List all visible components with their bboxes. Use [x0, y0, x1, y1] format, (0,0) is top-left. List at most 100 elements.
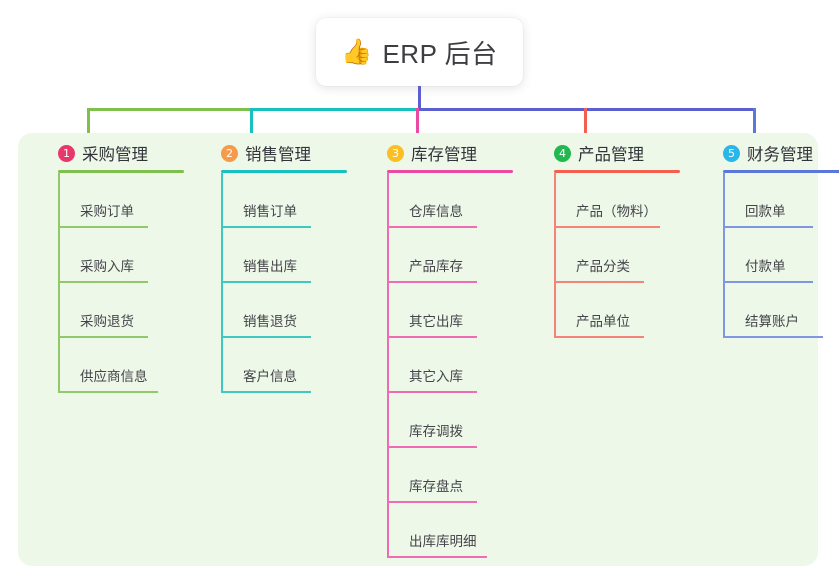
- drop-stub-1: [87, 108, 90, 138]
- leaf-rule: [221, 281, 311, 283]
- list-item[interactable]: 回款单: [723, 173, 839, 228]
- list-item[interactable]: 采购退货: [58, 283, 198, 338]
- root-node-title: ERP 后台: [382, 38, 498, 69]
- list-item[interactable]: 产品分类: [554, 228, 694, 283]
- modules-panel: 1 采购管理 采购订单 采购入库 采购退货 供应: [18, 133, 839, 566]
- list-item[interactable]: 采购入库: [58, 228, 198, 283]
- leaf-rule: [58, 226, 148, 228]
- column-title-4: 产品管理: [578, 146, 644, 164]
- leaf-label: 采购退货: [80, 314, 134, 329]
- list-item[interactable]: 其它入库: [387, 338, 527, 393]
- leaf-list-4: 产品（物料） 产品分类 产品单位: [554, 173, 694, 338]
- column-rule-5: [723, 170, 839, 173]
- column-header-5[interactable]: 5 财务管理: [703, 133, 839, 173]
- leaf-label: 销售出库: [243, 259, 297, 274]
- column-title-3: 库存管理: [411, 146, 477, 164]
- list-item[interactable]: 其它出库: [387, 283, 527, 338]
- column-badge-1: 1: [58, 144, 75, 162]
- leaf-rule: [387, 501, 477, 503]
- bar-segment-green: [87, 108, 252, 111]
- leaf-label: 其它出库: [409, 314, 463, 329]
- leaf-spine-2: [221, 173, 223, 393]
- leaf-rule: [387, 446, 477, 448]
- list-item[interactable]: 产品库存: [387, 228, 527, 283]
- column-badge-3: 3: [387, 144, 404, 162]
- leaf-label: 采购入库: [80, 259, 134, 274]
- leaf-rule: [554, 226, 660, 228]
- leaf-rule: [387, 281, 477, 283]
- leaf-list-1: 采购订单 采购入库 采购退货 供应商信息: [58, 173, 198, 393]
- leaf-label: 库存调拨: [409, 424, 463, 439]
- column-badge-5: 5: [723, 144, 740, 162]
- leaf-rule: [387, 226, 477, 228]
- leaf-label: 产品库存: [409, 259, 463, 274]
- list-item[interactable]: 仓库信息: [387, 173, 527, 228]
- leaf-rule: [723, 281, 813, 283]
- leaf-label: 供应商信息: [80, 369, 148, 384]
- list-item[interactable]: 销售出库: [221, 228, 361, 283]
- leaf-label: 其它入库: [409, 369, 463, 384]
- leaf-label: 仓库信息: [409, 204, 463, 219]
- list-item[interactable]: 产品单位: [554, 283, 694, 338]
- leaf-rule: [387, 391, 477, 393]
- column-title-5: 财务管理: [747, 146, 813, 164]
- leaf-label: 回款单: [745, 204, 786, 219]
- list-item[interactable]: 销售退货: [221, 283, 361, 338]
- column-header-2[interactable]: 2 销售管理: [201, 133, 361, 173]
- drop-stub-5: [753, 108, 756, 138]
- list-item[interactable]: 结算账户: [723, 283, 839, 338]
- list-item[interactable]: 客户信息: [221, 338, 361, 393]
- trunk-connector: [418, 86, 421, 110]
- root-node-card[interactable]: 👍 ERP 后台: [316, 18, 523, 86]
- leaf-rule: [221, 336, 311, 338]
- column-rule-2: [221, 170, 347, 173]
- leaf-label: 产品分类: [576, 259, 630, 274]
- leaf-rule: [58, 336, 148, 338]
- drop-stub-4: [584, 108, 587, 138]
- leaf-label: 库存盘点: [409, 479, 463, 494]
- list-item[interactable]: 供应商信息: [58, 338, 198, 393]
- list-item[interactable]: 采购订单: [58, 173, 198, 228]
- column-badge-2: 2: [221, 144, 238, 162]
- drop-stub-3: [416, 108, 419, 138]
- column-rule-4: [554, 170, 680, 173]
- list-item[interactable]: 出库库明细: [387, 503, 527, 558]
- leaf-label: 结算账户: [745, 314, 799, 329]
- column-header-4[interactable]: 4 产品管理: [534, 133, 694, 173]
- column-header-3[interactable]: 3 库存管理: [367, 133, 527, 173]
- column-badge-4: 4: [554, 144, 571, 162]
- leaf-label: 销售退货: [243, 314, 297, 329]
- leaf-rule: [554, 281, 644, 283]
- leaf-label: 出库库明细: [409, 534, 477, 549]
- leaf-label: 客户信息: [243, 369, 297, 384]
- column-header-1[interactable]: 1 采购管理: [38, 133, 198, 173]
- leaf-label: 产品（物料）: [576, 204, 657, 219]
- leaf-list-3: 仓库信息 产品库存 其它出库 其它入库 库存调拨: [387, 173, 527, 558]
- column-rule-1: [58, 170, 184, 173]
- leaf-spine-3: [387, 173, 389, 558]
- leaf-label: 付款单: [745, 259, 786, 274]
- drop-stub-2: [250, 108, 253, 138]
- leaf-label: 销售订单: [243, 204, 297, 219]
- list-item[interactable]: 库存盘点: [387, 448, 527, 503]
- list-item[interactable]: 产品（物料）: [554, 173, 694, 228]
- leaf-rule: [554, 336, 644, 338]
- column-purchasing: 1 采购管理 采购订单 采购入库 采购退货 供应: [38, 133, 198, 393]
- column-title-2: 销售管理: [245, 146, 311, 164]
- leaf-rule: [58, 281, 148, 283]
- bar-segment-teal: [250, 108, 418, 111]
- leaf-list-5: 回款单 付款单 结算账户: [723, 173, 839, 338]
- leaf-list-2: 销售订单 销售出库 销售退货 客户信息: [221, 173, 361, 393]
- list-item[interactable]: 销售订单: [221, 173, 361, 228]
- list-item[interactable]: 库存调拨: [387, 393, 527, 448]
- thumbs-up-icon: 👍: [341, 37, 373, 66]
- list-item[interactable]: 付款单: [723, 228, 839, 283]
- leaf-rule: [387, 336, 477, 338]
- column-rule-3: [387, 170, 513, 173]
- leaf-spine-5: [723, 173, 725, 338]
- leaf-rule: [221, 391, 311, 393]
- column-product: 4 产品管理 产品（物料） 产品分类 产品单位: [534, 133, 694, 338]
- column-inventory: 3 库存管理 仓库信息 产品库存 其它出库 其它: [367, 133, 527, 558]
- leaf-spine-1: [58, 173, 60, 393]
